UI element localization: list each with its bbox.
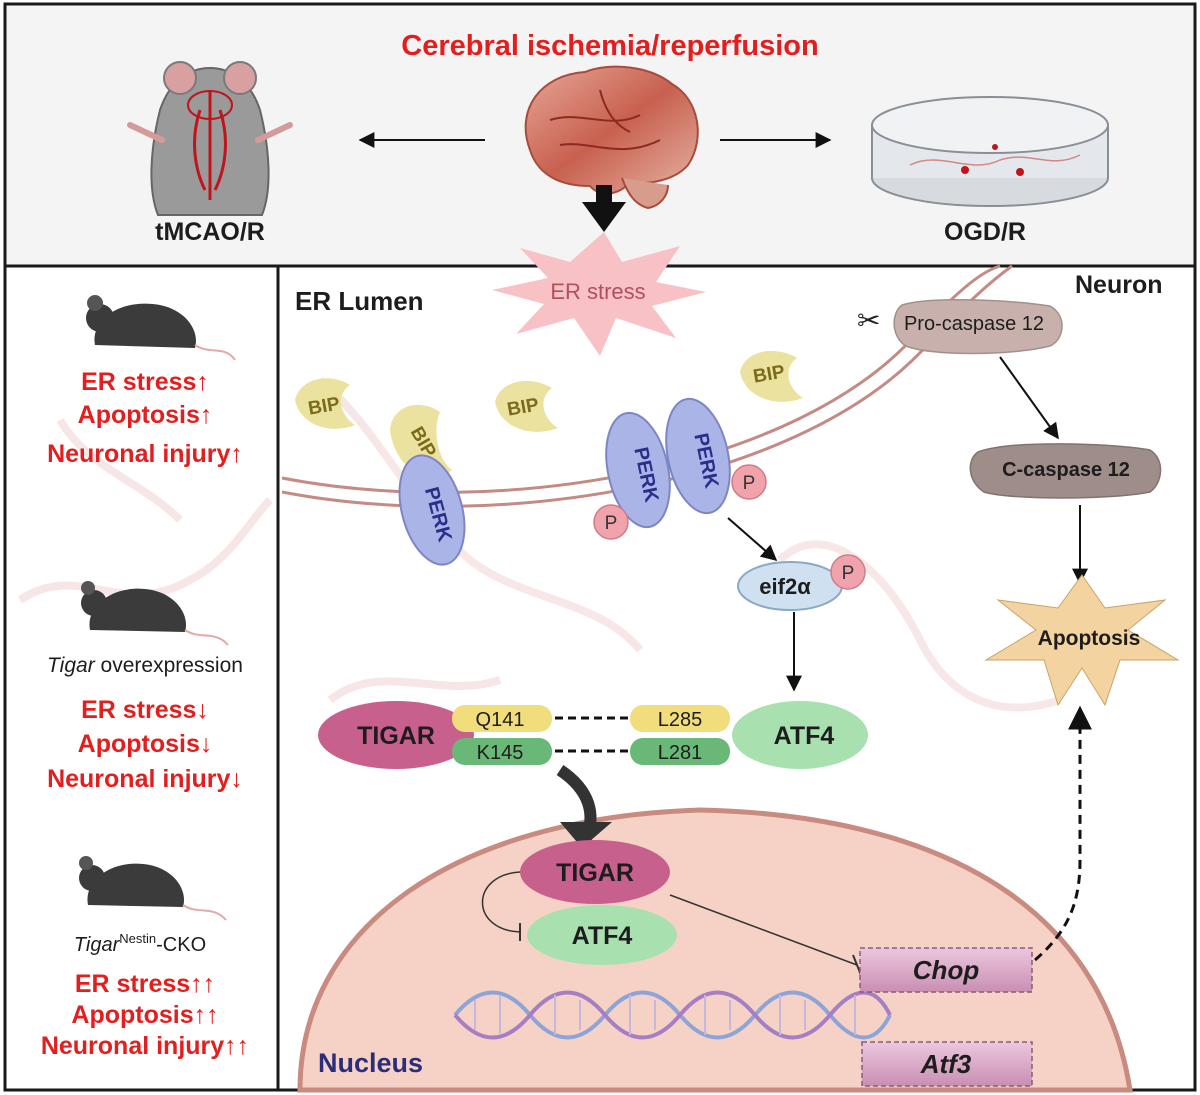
svg-text:P: P [842,563,855,584]
svg-text:TIGAR: TIGAR [556,859,634,887]
tigar-inhibits-atf4 [481,871,521,933]
bip-1: BIP [295,378,355,429]
bip-4-bound: BIP [390,404,452,477]
tigar-inhibits-chop [669,894,858,966]
atf3-gene-box: Atf3 [861,1041,1033,1087]
er-lumen-label: ER Lumen [295,286,424,316]
group2-line3: Neuronal injury↓ [47,765,243,793]
translocation-arrowhead [560,822,612,848]
tigar-nucleus: TIGAR [520,840,670,904]
group2-line1: ER stress↓ [81,696,209,724]
er-stress-label: ER stress [550,279,645,304]
residue-q141: Q141 [452,705,552,732]
left-model-label: tMCAO/R [155,218,265,246]
apoptosis-star [984,574,1180,707]
atf4-nucleus: ATF4 [527,905,677,965]
pro-caspase-12: Pro-caspase 12 [893,299,1063,355]
svg-text:Q141: Q141 [476,709,525,731]
group1-line3: Neuronal injury↑ [47,440,243,468]
right-model-label: OGD/R [944,218,1026,246]
svg-text:eif2α: eif2α [759,574,811,599]
svg-text:Chop: Chop [913,955,980,985]
group2-line2: Apoptosis↓ [78,730,213,758]
eif2a-node: eif2α P [737,554,866,611]
mouse-cko-icon [79,856,227,921]
c-caspase-12: C-caspase 12 [969,443,1162,499]
svg-text:TIGAR: TIGAR [357,722,435,750]
group2-label: Tigar overexpression [47,654,243,677]
chop-gene-box: Chop [859,947,1033,993]
atf4-cytosol: ATF4 [732,701,868,769]
mouse-wildtype-icon [86,295,236,361]
svg-text:P: P [743,473,756,494]
svg-text:ATF4: ATF4 [774,722,835,750]
bip-3: BIP [740,350,803,402]
petri-dish-illustration [871,96,1109,207]
group3-line3: Neuronal injury↑↑ [41,1032,249,1060]
chop-to-apoptosis-dashed [1034,705,1092,962]
svg-text:L285: L285 [658,709,703,731]
nucleus-label: Nucleus [318,1048,423,1078]
svg-text:P: P [605,513,618,534]
mouse-model-illustration [127,61,293,216]
svg-text:ATF4: ATF4 [572,922,633,950]
perk-dimer-2: PERK [665,397,731,515]
residue-l281: L281 [630,738,730,765]
scissors-icon: ✂ [857,305,880,336]
perk-monomer: PERK [398,454,466,566]
brain-illustration [524,65,699,210]
arrow-perk-to-eif2a [727,517,778,562]
group3-line1: ER stress↑↑ [75,970,215,998]
perk-dimer-1: PERK [605,411,671,529]
dna-helix [453,990,892,1040]
residue-k145: K145 [452,738,552,765]
background-neuron-watermark [17,376,1062,712]
phospho-perk-1: P [593,504,629,540]
apoptosis-label: Apoptosis [1038,627,1141,650]
neuron-label: Neuron [1075,271,1163,299]
arrow-pro-to-c-caspase [999,356,1059,440]
svg-text:C-caspase 12: C-caspase 12 [1002,459,1130,481]
group3-line2: Apoptosis↑↑ [71,1001,218,1029]
er-stress-burst [492,232,706,356]
svg-text:Pro-caspase 12: Pro-caspase 12 [904,313,1044,335]
residue-l285: L285 [630,705,730,732]
bip-2: BIP [495,380,558,432]
group1-line2: Apoptosis↑ [78,401,213,429]
svg-text:K145: K145 [477,742,524,764]
nucleus-shape [297,807,1133,1093]
group3-label: TigarNestin-CKO [74,931,206,956]
mouse-overexpression-icon [81,581,229,646]
group1-line1: ER stress↑ [81,368,209,396]
top-title: Cerebral ischemia/reperfusion [401,30,818,62]
tigar-cytosol: TIGAR [318,701,474,769]
svg-text:L281: L281 [658,742,703,764]
svg-text:Atf3: Atf3 [920,1049,972,1079]
phospho-perk-2: P [731,464,767,500]
thick-down-arrow [582,185,626,232]
